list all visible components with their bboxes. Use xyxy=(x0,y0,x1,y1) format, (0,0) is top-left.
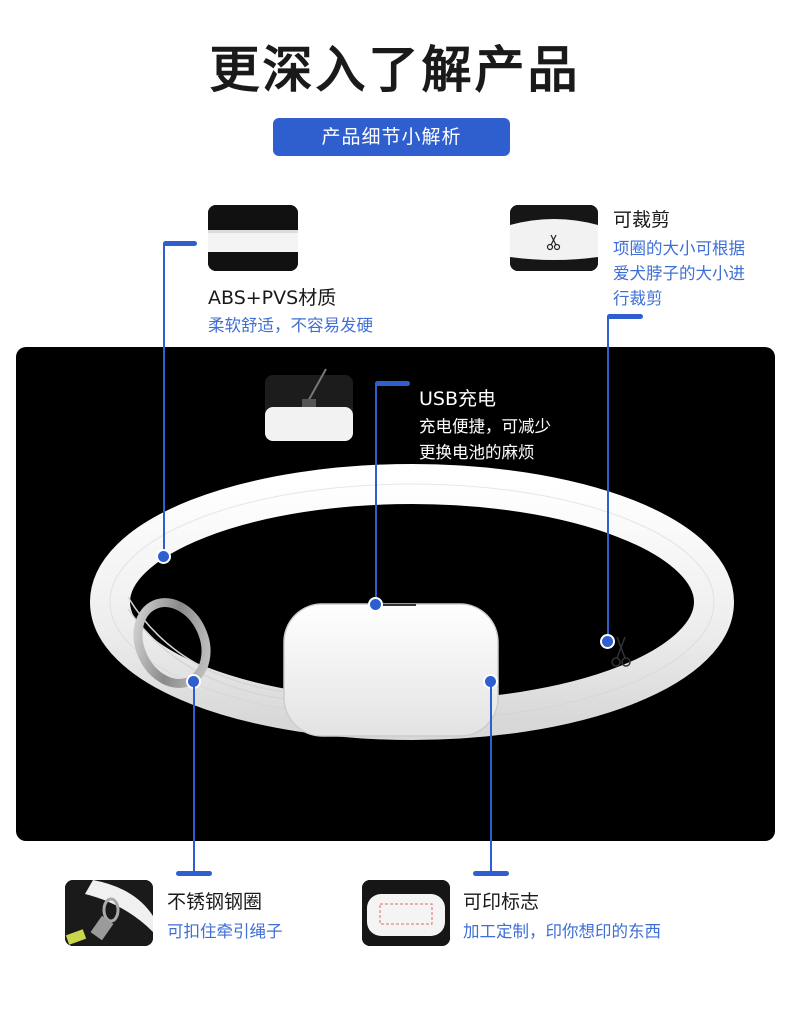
cuttable-callout-dot xyxy=(600,634,615,649)
collar-strip-image xyxy=(208,205,298,271)
cuttable-desc-line-1: 项圈的大小可根据 xyxy=(613,239,745,258)
cuttable-desc-line-2: 爱犬脖子的大小进 xyxy=(613,264,745,283)
cuttable-title: 可裁剪 xyxy=(613,209,671,231)
steel-ring-callout-cap xyxy=(176,871,212,876)
material-title: ABS+PVS材质 xyxy=(208,287,337,309)
leash-clip-image xyxy=(65,880,153,946)
cuttable-desc-line-3: 行裁剪 xyxy=(613,289,663,308)
usb-title: USB充电 xyxy=(419,388,497,410)
usb-thumbnail xyxy=(265,368,353,441)
collar-illustration xyxy=(90,368,734,740)
printable-title: 可印标志 xyxy=(463,891,540,913)
page-title: 更深入了解产品 xyxy=(209,41,581,99)
usb-callout-line xyxy=(375,383,377,604)
subtitle-badge: 产品细节小解析 xyxy=(273,118,510,156)
printable-callout-cap xyxy=(473,871,509,876)
cuttable-thumbnail xyxy=(510,205,598,271)
material-thumbnail xyxy=(208,205,298,271)
material-desc: 柔软舒适，不容易发硬 xyxy=(208,316,373,335)
steel-ring-callout-line xyxy=(193,683,195,873)
steel-ring-thumbnail xyxy=(65,880,153,946)
product-photo-panel: USB充电 充电便捷，可减少 更换电池的麻烦 xyxy=(16,347,775,841)
cuttable-callout-cap xyxy=(607,314,643,319)
usb-callout-dot xyxy=(368,597,383,612)
material-callout-cap xyxy=(163,241,197,246)
steel-ring-desc: 可扣住牵引绳子 xyxy=(167,922,283,941)
usb-desc-line-1: 充电便捷，可减少 xyxy=(419,417,551,436)
material-callout-line xyxy=(163,243,165,556)
usb-callout-cap xyxy=(375,381,410,386)
material-callout-dot xyxy=(156,549,171,564)
usb-desc-line-2: 更换电池的麻烦 xyxy=(419,443,535,462)
printable-callout-line xyxy=(490,683,492,873)
printable-desc: 加工定制，印你想印的东西 xyxy=(463,922,661,941)
printable-thumbnail xyxy=(362,880,450,946)
cuttable-callout-line xyxy=(607,316,609,641)
scissors-mark-icon xyxy=(611,636,631,667)
scissors-icon xyxy=(546,234,561,251)
steel-ring-title: 不锈钢钢圈 xyxy=(167,891,263,913)
cut-mark-image xyxy=(510,205,598,271)
logo-area-image xyxy=(362,880,450,946)
